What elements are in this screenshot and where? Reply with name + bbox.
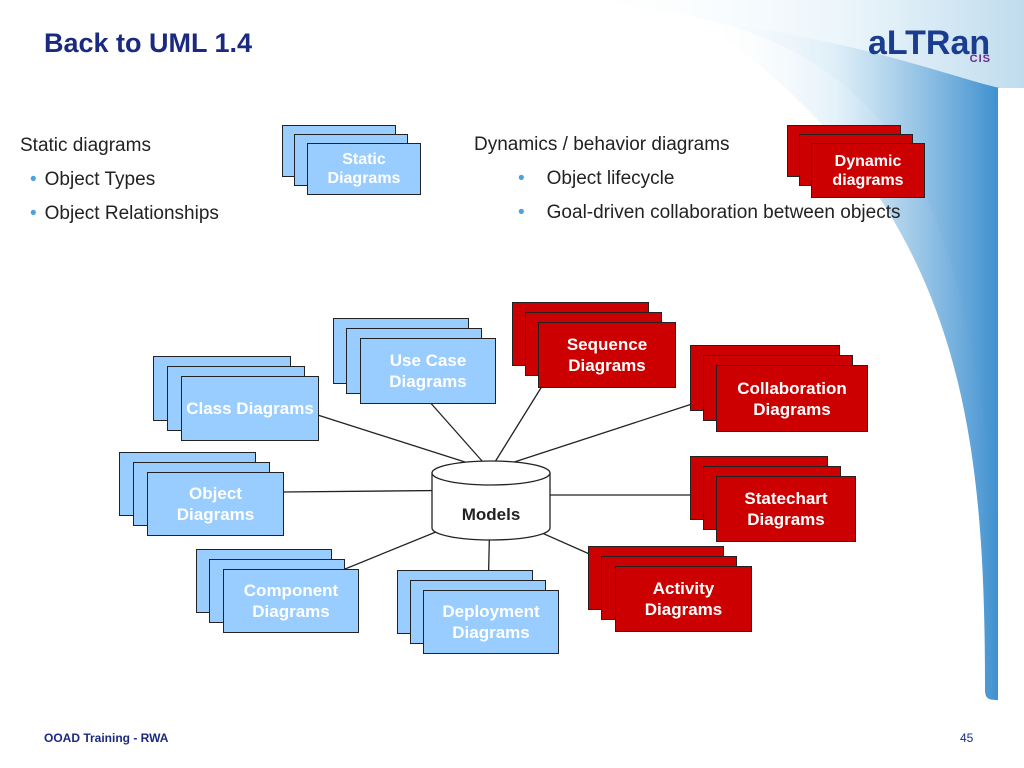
altran-logo: aLTRan CIS — [868, 24, 993, 72]
dynamic-bullet-goal-driven: •Goal-driven collaboration between objec… — [518, 202, 901, 223]
footer-page-number: 45 — [960, 731, 974, 745]
footer-course-title: OOAD Training - RWA — [44, 731, 169, 745]
static-bullet-object-relationships: •Object Relationships — [30, 203, 219, 224]
static-bullet-object-types: •Object Types — [30, 169, 156, 190]
logo-subtitle: CIS — [969, 53, 991, 65]
bullet-icon: • — [30, 169, 37, 190]
dynamic-bullet-object-lifecycle: •Object lifecycle — [518, 168, 675, 189]
models-cylinder — [431, 460, 551, 541]
slide-title: Back to UML 1.4 — [44, 28, 253, 58]
logo-wordmark: aLTRan — [868, 24, 991, 62]
static-heading: Static diagrams — [20, 135, 151, 156]
bullet-icon: • — [518, 202, 525, 223]
dynamic-heading: Dynamics / behavior diagrams — [474, 134, 730, 155]
models-label: Models — [461, 505, 521, 524]
bullet-icon: • — [518, 168, 525, 189]
bullet-icon: • — [30, 203, 37, 224]
